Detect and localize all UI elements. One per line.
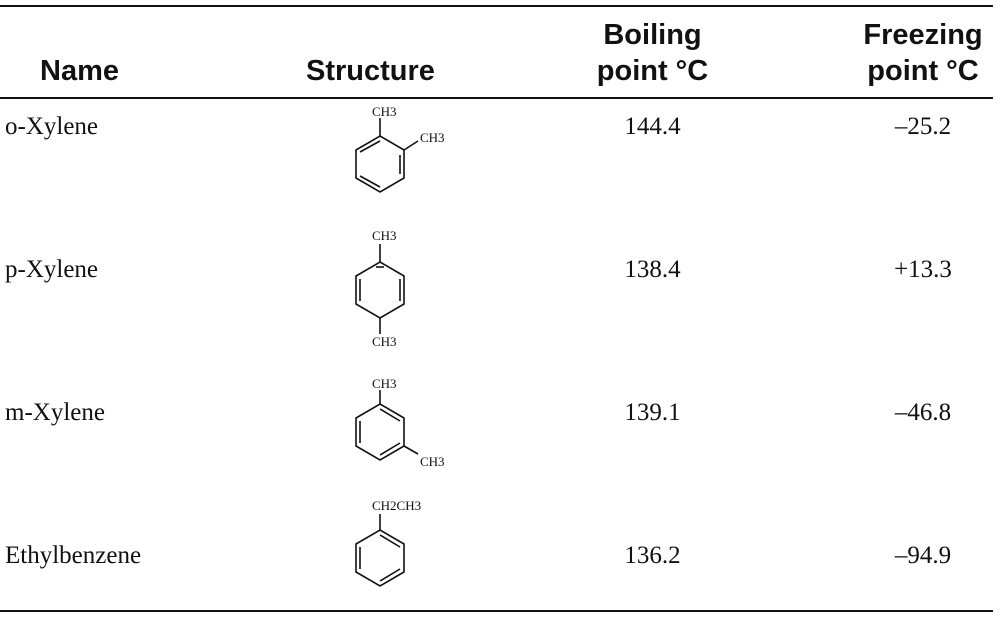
double-bond: [379, 408, 401, 422]
header-boiling-point: Boiling point °C: [596, 19, 709, 87]
table-top-rule: [0, 5, 993, 7]
methyl-label: CH3: [420, 454, 445, 469]
row-oxylene-freezing: –25.2: [894, 113, 952, 140]
row-mxylene-freezing: –46.8: [894, 399, 952, 426]
table-bottom-rule: [0, 610, 993, 612]
oxylene-structure: CH3 CH3: [355, 104, 445, 193]
row-mxylene-name: m-Xylene: [5, 399, 105, 426]
methyl-label: CH3: [420, 130, 445, 145]
pxylene-structure: CH3 CH3: [355, 228, 405, 349]
row-ethylbenzene-freezing: –94.9: [894, 542, 952, 569]
row-mxylene-boiling: 139.1: [624, 399, 681, 426]
methyl-label: CH3: [372, 376, 397, 391]
bond: [403, 445, 419, 455]
double-bond: [359, 175, 381, 188]
header-name: Name: [40, 55, 119, 87]
ethyl-label: CH2CH3: [372, 498, 421, 513]
row-ethylbenzene-boiling: 136.2: [624, 542, 681, 569]
ethylbenzene-structure: CH2CH3: [355, 498, 421, 587]
double-bond: [379, 442, 401, 456]
row-pxylene-boiling: 138.4: [624, 256, 681, 283]
methyl-label: CH3: [372, 104, 397, 119]
header-structure: Structure: [306, 55, 435, 87]
row-oxylene-boiling: 144.4: [624, 113, 681, 140]
benzene-ring: [355, 529, 405, 587]
mxylene-structure: CH3 CH3: [355, 376, 445, 469]
row-oxylene-name: o-Xylene: [5, 113, 99, 140]
row-pxylene-name: p-Xylene: [5, 256, 99, 283]
methyl-label: CH3: [372, 228, 397, 243]
row-pxylene-freezing: +13.3: [894, 256, 952, 283]
table-header-rule: [0, 97, 993, 99]
row-ethylbenzene-name: Ethylbenzene: [5, 542, 142, 569]
double-bond: [379, 568, 401, 582]
methyl-label: CH3: [372, 334, 397, 349]
benzene-ring: [355, 261, 405, 319]
benzene-ring: [355, 135, 405, 193]
benzene-ring: [355, 403, 405, 461]
double-bond: [359, 140, 381, 153]
double-bond: [379, 534, 401, 548]
bond: [403, 140, 419, 151]
header-freezing-point: Freezing point °C: [863, 19, 983, 87]
